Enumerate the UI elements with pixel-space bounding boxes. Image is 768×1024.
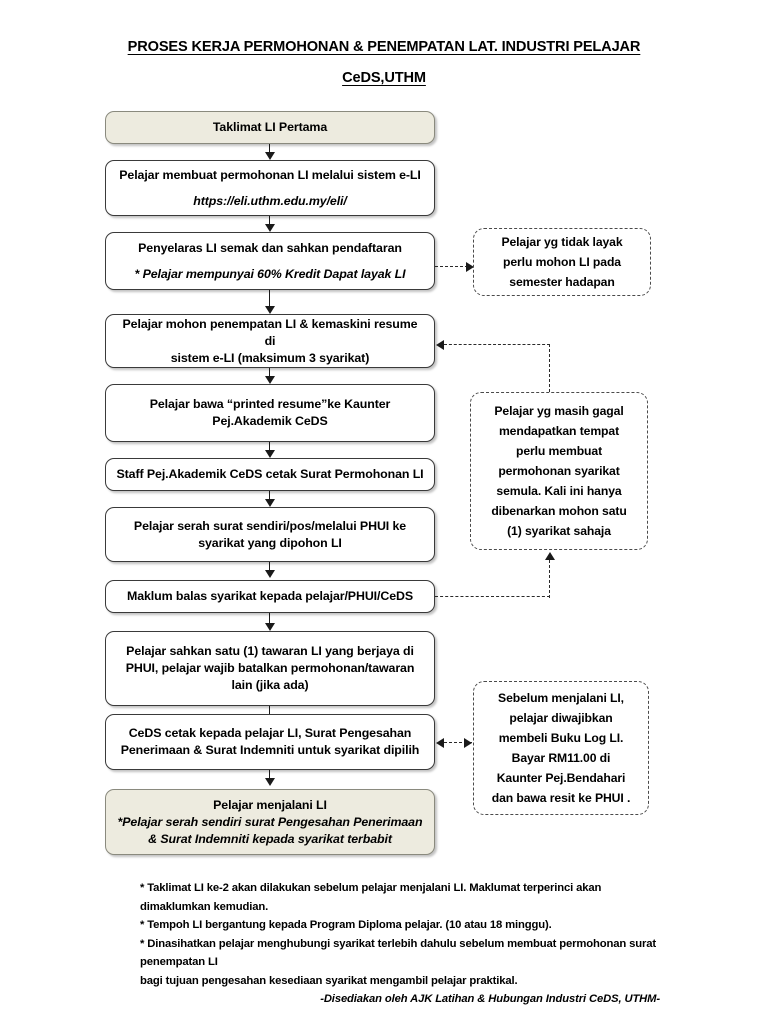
connector-10-11 (269, 770, 270, 782)
step-line: *Pelajar serah sendiri surat Pengesahan … (117, 814, 423, 829)
footnote-line-4: bagi tujuan pengesahan kesediaan syarika… (140, 974, 518, 987)
arrowhead-6-7 (265, 499, 275, 507)
arrowhead-8-9 (265, 623, 275, 631)
step-line: Pelajar bawa “printed resume”ke Kaunter (149, 397, 391, 411)
flow-step-ceds-cetak-pengesahan[interactable]: CeDS cetak kepada pelajar LI, Surat Peng… (105, 714, 435, 770)
footnote-line-2: * Tempoh LI bergantung kepada Program Di… (140, 919, 552, 931)
branch-step8-to-note2 (435, 596, 550, 597)
note-line: Pelajar yg tidak layak (501, 235, 623, 249)
arrowhead-note2-to-step4 (436, 340, 444, 350)
connector-4-5 (269, 368, 270, 380)
flow-step-pelajar-menjalani-li[interactable]: Pelajar menjalani LI *Pelajar serah send… (105, 789, 435, 855)
step-line: Penyelaras LI semak dan sahkan pendaftar… (138, 240, 402, 255)
note-line: semula. Kali ini hanya (496, 484, 622, 498)
connector-7-8 (269, 562, 270, 574)
connector-2-3 (269, 216, 270, 228)
flow-step-staff-cetak-surat[interactable]: Staff Pej.Akademik CeDS cetak Surat Perm… (105, 458, 435, 491)
arrowhead-2-3 (265, 224, 275, 232)
note-line: semester hadapan (509, 275, 615, 289)
arrowhead-10-11 (265, 778, 275, 786)
branch-step3-to-note1 (435, 266, 468, 267)
arrowhead-step10-to-note3 (464, 738, 472, 748)
page-title: PROSES KERJA PERMOHONAN & PENEMPATAN LAT… (0, 34, 768, 91)
step-line: syarikat yang dipohon LI (198, 535, 342, 550)
arrowhead-1-2 (265, 152, 275, 160)
note-line: mendapatkan tempat (498, 424, 620, 438)
arrowhead-5-6 (265, 450, 275, 458)
note-buku-log-li[interactable]: Sebelum menjalani LI, pelajar diwajibkan… (473, 681, 649, 815)
footnote-credit: -Disediakan oleh AJK Latihan & Hubungan … (320, 993, 660, 1005)
connector-5-6 (269, 442, 270, 454)
step-line-url: https://eli.uthm.edu.my/eli/ (193, 193, 347, 208)
note-line: (1) syarikat sahaja (507, 524, 611, 538)
note-pelajar-masih-gagal[interactable]: Pelajar yg masih gagal mendapatkan tempa… (470, 392, 648, 550)
step-line: Taklimat LI Pertama (212, 120, 328, 134)
note-line: perlu mohon LI pada (503, 255, 621, 269)
note-line: pelajar diwajibkan (509, 711, 613, 725)
flow-step-sahkan-tawaran[interactable]: Pelajar sahkan satu (1) tawaran LI yang … (105, 631, 435, 706)
footnote-line-1: * Taklimat LI ke-2 akan dilakukan sebelu… (140, 882, 602, 913)
branch-note2-riser (549, 344, 550, 392)
note-line: Kaunter Pej.Bendahari (496, 771, 626, 785)
note-line: Sebelum menjalani LI, (498, 691, 624, 705)
note-line: permohonan syarikat (498, 464, 620, 478)
branch-note2-to-step4 (444, 344, 550, 345)
arrowhead-4-5 (265, 376, 275, 384)
title-line-2: CeDS,UTHM (342, 70, 426, 86)
title-line-1: PROSES KERJA PERMOHONAN & PENEMPATAN LAT… (127, 39, 641, 55)
connector-9-10 (269, 706, 270, 718)
note-line: membeli Buku Log LI. (498, 731, 624, 745)
connector-8-9 (269, 613, 270, 627)
step-line: Staff Pej.Akademik CeDS cetak Surat Perm… (116, 467, 424, 481)
flow-step-taklimat-li-pertama[interactable]: Taklimat LI Pertama (105, 111, 435, 144)
flow-step-mohon-penempatan-resume[interactable]: Pelajar mohon penempatan LI & kemaskini … (105, 314, 435, 368)
footnotes-block: * Taklimat LI ke-2 akan dilakukan sebelu… (140, 879, 660, 1005)
connector-3-4 (269, 290, 270, 308)
arrowhead-note3-to-step10 (436, 738, 444, 748)
step-line: Maklum balas syarikat kepada pelajar/PHU… (126, 589, 414, 603)
flow-step-permohonan-sistem-eli[interactable]: Pelajar membuat permohonan LI melalui si… (105, 160, 435, 216)
step-line: Pelajar serah surat sendiri/pos/melalui … (133, 518, 407, 533)
flow-step-maklum-balas-syarikat[interactable]: Maklum balas syarikat kepada pelajar/PHU… (105, 580, 435, 613)
footnote-line-3: * Dinasihatkan pelajar menghubungi syari… (140, 937, 657, 969)
branch-step8-riser (549, 560, 550, 598)
flow-step-penyelaras-semak-sahkan[interactable]: Penyelaras LI semak dan sahkan pendaftar… (105, 232, 435, 290)
connector-6-7 (269, 491, 270, 503)
note-pelajar-tidak-layak[interactable]: Pelajar yg tidak layak perlu mohon LI pa… (473, 228, 651, 296)
flow-step-serah-surat-syarikat[interactable]: Pelajar serah surat sendiri/pos/melalui … (105, 507, 435, 562)
note-line: Bayar RM11.00 di (511, 751, 611, 765)
step-line: sistem e-LI (maksimum 3 syarikat) (170, 350, 370, 365)
note-line: dibenarkan mohon satu (491, 504, 627, 518)
arrowhead-7-8 (265, 570, 275, 578)
step-line-note: * Pelajar mempunyai 60% Kredit Dapat lay… (134, 266, 406, 281)
step-line: Pelajar membuat permohonan LI melalui si… (119, 167, 421, 182)
note-line: dan bawa resit ke PHUI . (491, 791, 631, 805)
step-line: Pelajar mohon penempatan LI & kemaskini … (122, 316, 418, 348)
step-line: lain (jika ada) (231, 678, 309, 692)
step-line: CeDS cetak kepada pelajar LI, Surat Peng… (128, 726, 412, 740)
step-line: & Surat Indemniti kepada syarikat terbab… (148, 831, 392, 846)
note-line: Pelajar yg masih gagal (494, 404, 624, 418)
step-line: Penerimaan & Surat Indemniti untuk syari… (120, 743, 420, 757)
step-line: PHUI, pelajar wajib batalkan permohonan/… (125, 661, 415, 675)
arrowhead-3-4 (265, 306, 275, 314)
branch-note3-to-step10 (444, 742, 472, 743)
step-line: Pelajar menjalani LI (213, 797, 327, 812)
step-line: Pelajar sahkan satu (1) tawaran LI yang … (126, 644, 414, 658)
step-line: Pej.Akademik CeDS (212, 414, 328, 428)
note-line: perlu membuat (515, 444, 603, 458)
connector-1-2 (269, 144, 270, 156)
arrowhead-step3-to-note1 (466, 262, 474, 272)
flow-step-bawa-printed-resume[interactable]: Pelajar bawa “printed resume”ke Kaunter … (105, 384, 435, 442)
arrowhead-step8-to-note2 (545, 552, 555, 560)
